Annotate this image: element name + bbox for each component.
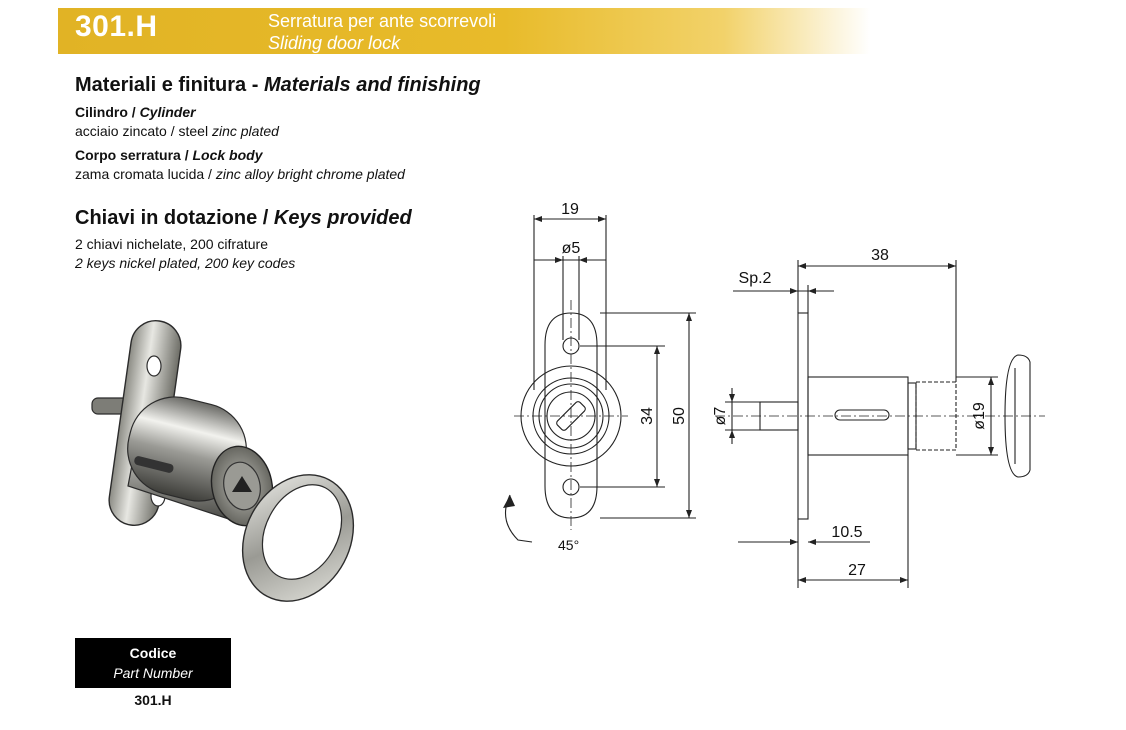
materials-heading: Materiali e finitura - Materials and fin… (75, 74, 481, 96)
part-number-label-it: Codice (129, 645, 177, 661)
dim-pin-label: ø7 (712, 407, 729, 426)
title-italian: Serratura per ante scorrevoli (268, 11, 497, 31)
dim-cyl-label: ø19 (971, 402, 988, 430)
part-number-box: Codice Part Number (75, 638, 231, 688)
body-value: zama cromata lucida / zinc alloy bright … (75, 166, 405, 182)
dim-105-label: 10.5 (831, 524, 862, 541)
dim-27-label: 27 (848, 562, 866, 579)
rotation-label: 45° (558, 537, 579, 553)
keys-line-english: 2 keys nickel plated, 200 key codes (75, 255, 296, 271)
part-number-value: 301.H (134, 692, 172, 708)
technical-drawing: 19 ø5 34 50 45° 38 Sp.2 ø7 ø19 10.5 27 (503, 201, 1045, 588)
part-number-label-en: Part Number (113, 665, 193, 681)
cylinder-value: acciaio zincato / steel zinc plated (75, 123, 279, 139)
dim-50-label: 50 (671, 407, 688, 425)
dim-hole-label: ø5 (562, 240, 581, 257)
dim-38-label: 38 (871, 247, 889, 264)
header-band (58, 8, 870, 54)
title-english: Sliding door lock (268, 33, 401, 53)
dim-width-label: 19 (561, 201, 579, 218)
dim-34-label: 34 (639, 407, 656, 425)
cylinder-label: Cilindro / Cylinder (75, 104, 196, 120)
dim-sp-label: Sp.2 (739, 270, 772, 287)
body-label: Corpo serratura / Lock body (75, 147, 263, 163)
lock-product-image (91, 320, 355, 602)
keys-line-italian: 2 chiavi nichelate, 200 cifrature (75, 236, 268, 252)
product-code: 301.H (75, 10, 158, 43)
keys-heading: Chiavi in dotazione / Keys provided (75, 207, 412, 229)
